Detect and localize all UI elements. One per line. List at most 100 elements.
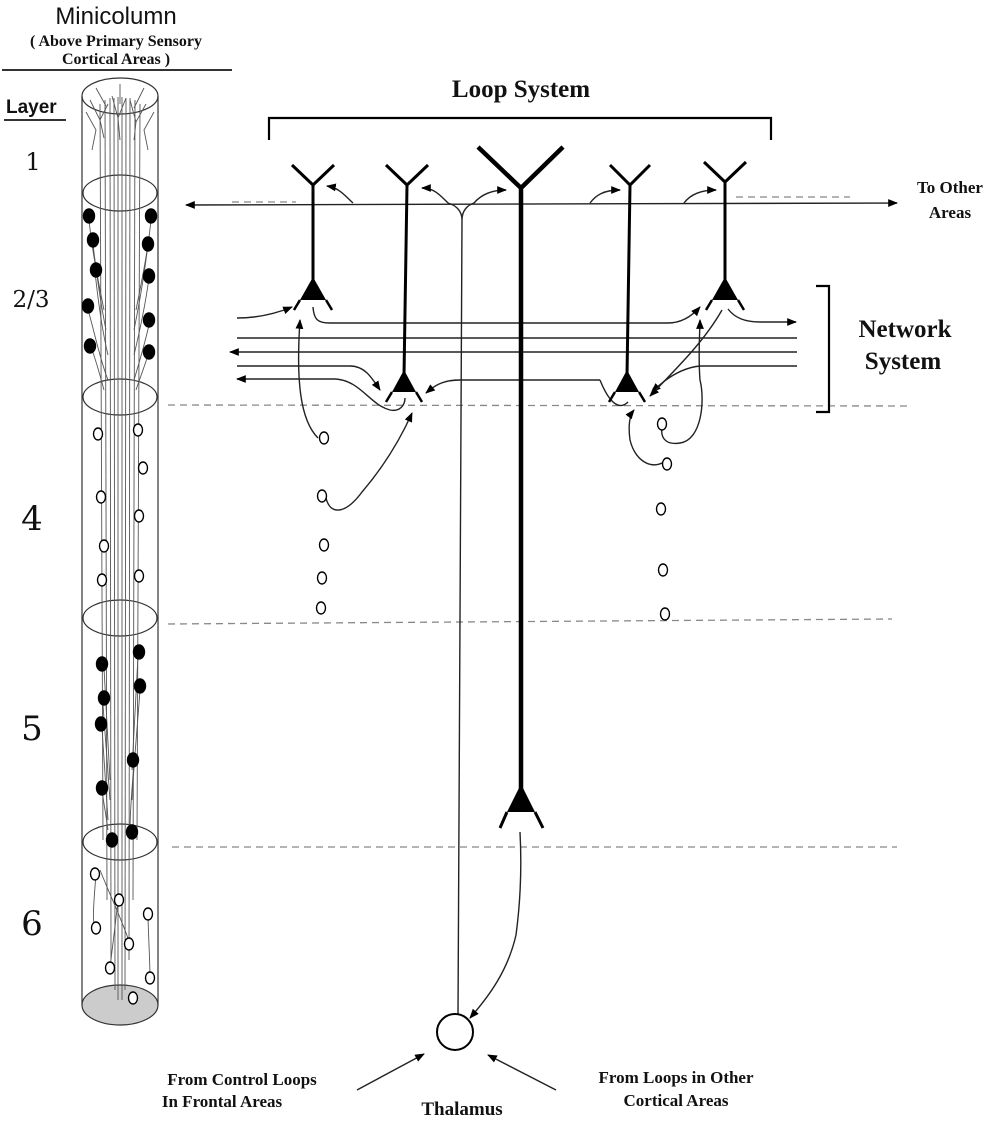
layer-4-right-stellate-chain [625, 319, 704, 466]
layer-boundary-ring [82, 823, 158, 861]
layer-4-left-stellate-chain [295, 319, 413, 511]
pyramidal-neuron-layer-2-3 [702, 160, 748, 311]
stellate-cell-body [659, 607, 671, 621]
network-input-arrow [236, 306, 293, 319]
filled-cell-body [89, 262, 103, 278]
layer-boundary-ring [82, 599, 158, 637]
layer-4-stellate-cells [315, 417, 673, 621]
axon-bundle [99, 97, 141, 1000]
layer-1-collaterals [326, 183, 717, 204]
open-cell-body [137, 461, 149, 475]
open-cell-body [89, 867, 101, 881]
filled-cell-body [82, 208, 96, 224]
filled-cell-body [142, 268, 156, 284]
open-cell-body [133, 509, 145, 523]
open-cell-body [92, 427, 104, 441]
to-other-areas-line1: To Other [917, 178, 983, 197]
network-axon [237, 365, 381, 391]
open-cell-body [104, 961, 116, 975]
network-system-axons [229, 306, 797, 412]
network-axon [599, 379, 629, 407]
layer-boundary-ring [82, 378, 158, 416]
loop-system-bracket [267, 116, 773, 140]
thalamus-label: Thalamus [421, 1099, 502, 1120]
open-cell-body [98, 539, 110, 553]
layer-label-5: 5 [21, 709, 43, 749]
minicolumn-title: Minicolumn [55, 3, 176, 30]
stellate-cell-body [318, 431, 330, 445]
network-axon [425, 379, 600, 394]
stellate-cell-body [315, 601, 327, 615]
filled-cell-body [142, 344, 156, 360]
stellate-cell-body [316, 489, 328, 503]
cortical-loop-input-arrow [487, 1054, 557, 1091]
minicolumn-subtitle-line2: Cortical Areas ) [62, 51, 170, 68]
input-left-line2: In Frontal Areas [162, 1092, 283, 1111]
open-cell-body [96, 573, 108, 587]
filled-cell-body [142, 312, 156, 328]
network-axon [651, 365, 797, 393]
network-axon [649, 309, 723, 397]
network-system-bracket [816, 284, 831, 414]
network-system-label-line2: System [865, 348, 942, 375]
filled-cell-body [94, 716, 108, 732]
layer-2-3-cell-group [81, 208, 158, 360]
pyramidal-neuron-layer-3 [384, 163, 430, 403]
minicolumn-subtitle-line1: ( Above Primary Sensory [30, 33, 202, 50]
filled-cell-body [95, 780, 109, 796]
layer-boundary-ring [82, 174, 158, 212]
filled-cell-body [141, 236, 155, 252]
loop-system-label: Loop System [452, 76, 590, 103]
open-cell-body [123, 937, 135, 951]
layer-5-cell-group [94, 644, 147, 848]
open-cell-body [127, 991, 139, 1005]
layer-6-cell-group [89, 867, 156, 1005]
layer-label-4: 4 [21, 499, 43, 539]
network-axon [312, 306, 701, 324]
filled-cell-body [97, 690, 111, 706]
layer-6-cells [93, 869, 151, 979]
pyramidal-neuron-layer-2-3 [290, 163, 336, 311]
stellate-cell-body [661, 457, 673, 471]
thalamus-nucleus [436, 1013, 474, 1051]
layer-1-horizontal-axon [185, 199, 898, 209]
filled-cell-body [83, 338, 97, 354]
minicolumn-base [81, 984, 159, 1026]
filled-cell-body [125, 824, 139, 840]
stellate-cell-body [318, 538, 330, 552]
layer-label-2-3: 2/3 [12, 287, 49, 313]
filled-cell-body [81, 298, 95, 314]
frontal-control-input-arrow [356, 1053, 425, 1091]
stellate-cell-body [656, 417, 668, 431]
filled-cell-body [105, 832, 119, 848]
network-axon [300, 378, 406, 412]
filled-cell-body [95, 656, 109, 672]
dendrite-tufts [85, 84, 155, 151]
to-other-areas-line2: Areas [929, 203, 972, 222]
stellate-cell-body [657, 563, 669, 577]
corticothalamic-axon [469, 831, 522, 1019]
filled-cell-body [133, 678, 147, 694]
open-cell-body [95, 490, 107, 504]
open-cell-body [142, 907, 154, 921]
open-cell-body [113, 893, 125, 907]
layer-label-6: 6 [21, 904, 43, 944]
network-axon [727, 308, 797, 326]
input-right-line2: Cortical Areas [624, 1091, 729, 1110]
layer-4-cell-group [92, 423, 149, 587]
stellate-cell-body [655, 502, 667, 516]
filled-cell-body [132, 644, 146, 660]
layer-boundary-line [167, 404, 913, 407]
network-system-label-line1: Network [858, 316, 951, 343]
layer-heading: Layer [6, 97, 57, 118]
filled-cell-body [144, 208, 158, 224]
minicolumn-cylinder [81, 77, 159, 1026]
open-cell-body [144, 971, 156, 985]
stellate-cell-body [316, 571, 328, 585]
open-cell-body [90, 921, 102, 935]
input-right-line1: From Loops in Other [598, 1068, 754, 1087]
pyramidal-neuron-layer-5 [476, 145, 565, 829]
layer-label-1: 1 [25, 148, 40, 176]
open-cell-body [132, 423, 144, 437]
